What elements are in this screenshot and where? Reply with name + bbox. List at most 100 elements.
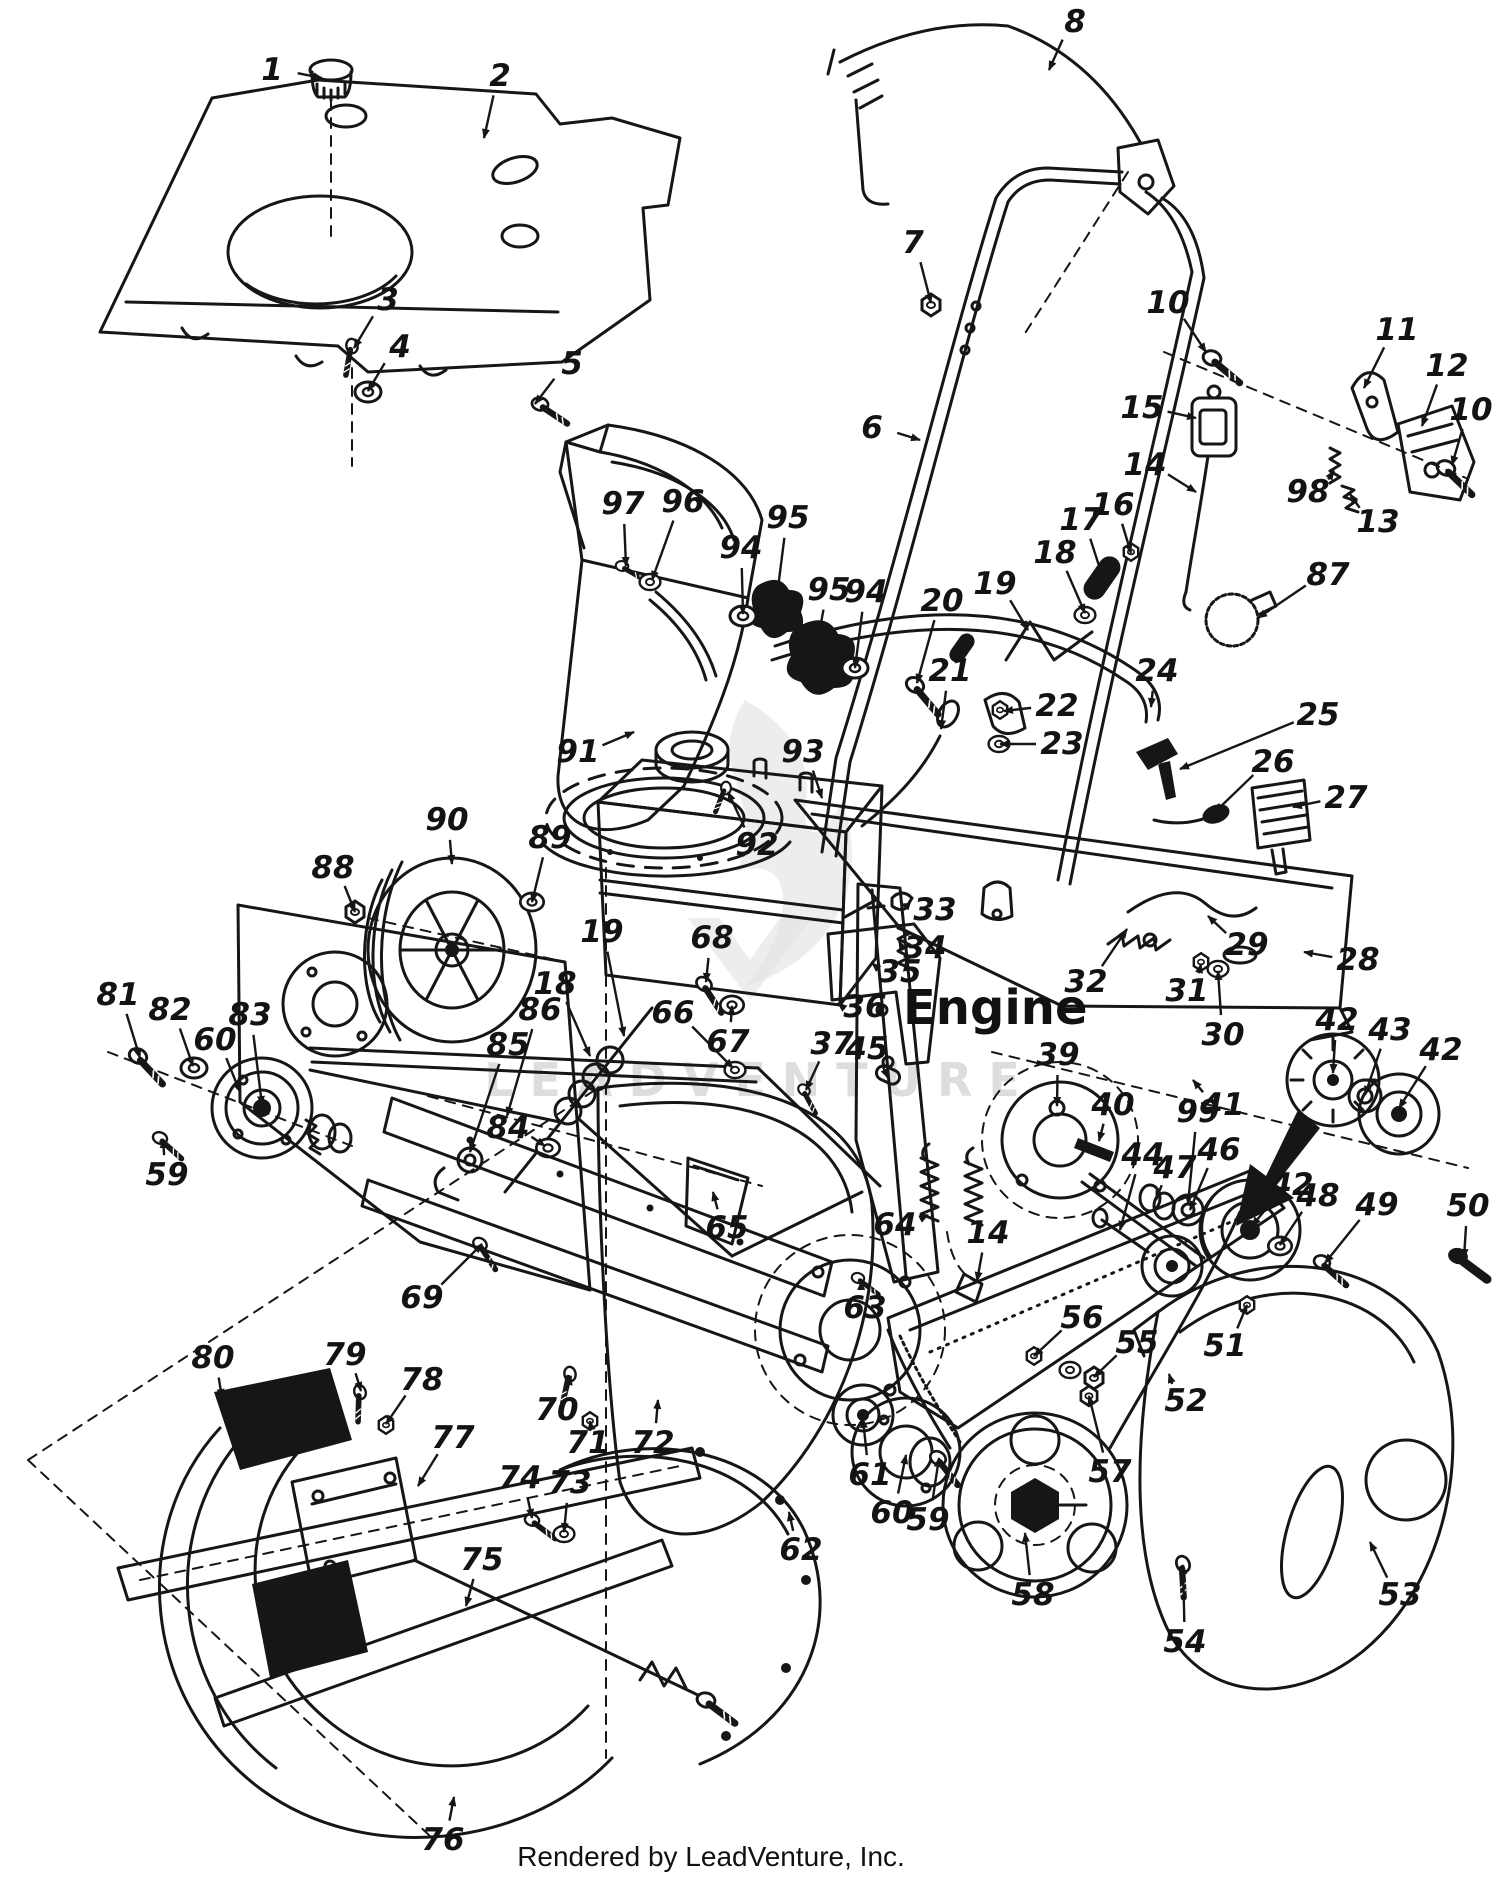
leader-line-94: [852, 611, 864, 669]
callout-30: 30: [1201, 970, 1245, 1053]
callout-96: 96: [650, 484, 705, 581]
part-number-13: 13: [1356, 504, 1399, 540]
leader-line-51: [1236, 1304, 1249, 1329]
part-number-54: 54: [1163, 1624, 1206, 1660]
leader-line-59: [159, 1138, 168, 1156]
handle-assembly: [820, 23, 1480, 886]
leader-line-90: [447, 839, 456, 865]
leader-line-12: [1420, 384, 1439, 427]
part-number-45: 45: [844, 1031, 888, 1067]
part-number-84: 84: [486, 1110, 529, 1146]
callout-32: 32: [1064, 928, 1128, 1000]
leader-line-50: [1460, 1225, 1469, 1259]
screw-10: [1198, 349, 1246, 385]
chute-assembly: [543, 423, 870, 1759]
part-number-70: 70: [535, 1392, 578, 1428]
callout-55: 55: [1093, 1325, 1159, 1378]
part-number-52: 52: [1164, 1383, 1207, 1419]
leadventure-chevron-logo: [688, 918, 812, 1000]
leader-line-62: [787, 1511, 795, 1532]
rotor-bar-75: [116, 1446, 702, 1602]
leader-line-47: [1154, 1184, 1163, 1201]
leader-line-10: [1182, 318, 1207, 353]
cable-end-21: [949, 633, 975, 663]
leader-line-17: [1089, 538, 1104, 576]
leader-line-46: [1188, 1167, 1209, 1211]
callout-44: 44: [1118, 1137, 1165, 1231]
part-number-17: 17: [1059, 502, 1103, 538]
callout-45: 45: [844, 1031, 890, 1079]
part-number-25: 25: [1296, 697, 1339, 733]
callout-79: 79: [323, 1337, 367, 1392]
callout-21: 21: [928, 653, 972, 730]
callout-43: 43: [1363, 1012, 1412, 1096]
callout-51: 51: [1203, 1304, 1249, 1364]
callout-54: 54: [1163, 1564, 1207, 1660]
leader-line-96: [650, 520, 675, 581]
part-number-56: 56: [1060, 1300, 1103, 1336]
part-number-61: 61: [848, 1457, 891, 1493]
callout-11: 11: [1362, 312, 1419, 389]
part-number-12: 12: [1425, 348, 1468, 384]
part-number-66: 66: [651, 995, 694, 1031]
paddle-80: [214, 1368, 352, 1470]
leader-line-14: [1167, 473, 1197, 494]
leader-line-58: [1022, 1532, 1031, 1576]
part-number-23: 23: [1040, 726, 1083, 762]
part-number-1: 1: [261, 52, 283, 88]
leader-line-98: [1325, 470, 1335, 481]
callout-42: 42: [1314, 1002, 1359, 1074]
callout-10: 10: [1146, 285, 1207, 353]
callout-42: 42: [1251, 1167, 1314, 1227]
callout-25: 25: [1179, 697, 1340, 771]
leader-line-10: [1450, 428, 1464, 466]
ignition-key-25: [1136, 738, 1178, 800]
callout-46: 46: [1188, 1132, 1241, 1211]
callout-83: 83: [228, 997, 272, 1106]
leader-line-11: [1362, 346, 1386, 389]
leader-line-8: [1047, 39, 1064, 71]
leader-line-57: [1087, 1395, 1105, 1454]
part-number-40: 40: [1090, 1087, 1134, 1123]
callout-12: 12: [1420, 348, 1469, 427]
callout-3: 3: [352, 282, 399, 349]
callout-16: 16: [1091, 487, 1135, 554]
callout-77: 77: [416, 1420, 475, 1487]
spring-98: [1328, 446, 1342, 485]
part-number-41: 41: [1200, 1087, 1244, 1123]
part-number-30: 30: [1201, 1017, 1244, 1053]
leader-line-95: [774, 537, 786, 597]
leader-line-4: [366, 362, 386, 392]
callout-94: 94: [719, 530, 763, 615]
callout-63: 63: [843, 1280, 887, 1326]
part-number-24: 24: [1135, 653, 1178, 689]
leader-line-69: [440, 1243, 483, 1286]
leader-line-16: [1120, 523, 1133, 554]
leader-line-5: [534, 377, 556, 405]
part-number-42: 42: [1314, 1002, 1358, 1038]
part-number-67: 67: [706, 1024, 750, 1060]
part-number-35: 35: [878, 954, 921, 990]
leader-line-88: [343, 885, 357, 913]
leader-line-84: [530, 1135, 546, 1147]
leader-line-19: [1009, 599, 1030, 631]
callout-5: 5: [534, 346, 583, 405]
leader-line-79: [354, 1372, 363, 1392]
callout-19: 19: [580, 914, 627, 1037]
leader-line-87: [1257, 584, 1307, 619]
part-number-62: 62: [779, 1532, 822, 1568]
part-number-16: 16: [1091, 487, 1134, 523]
leader-line-2: [482, 95, 495, 139]
part-number-55: 55: [1115, 1325, 1158, 1361]
leader-line-93: [811, 770, 824, 799]
bolt-rotor-shaft: [693, 1691, 741, 1725]
part-number-53: 53: [1378, 1577, 1421, 1613]
part-number-83: 83: [228, 997, 271, 1033]
wheel-part: [344, 856, 557, 1044]
leader-line-42: [1397, 1065, 1427, 1109]
fuel-cap-part: [654, 730, 730, 770]
part-number-19: 19: [580, 914, 623, 950]
bearing-61: [831, 1383, 895, 1447]
